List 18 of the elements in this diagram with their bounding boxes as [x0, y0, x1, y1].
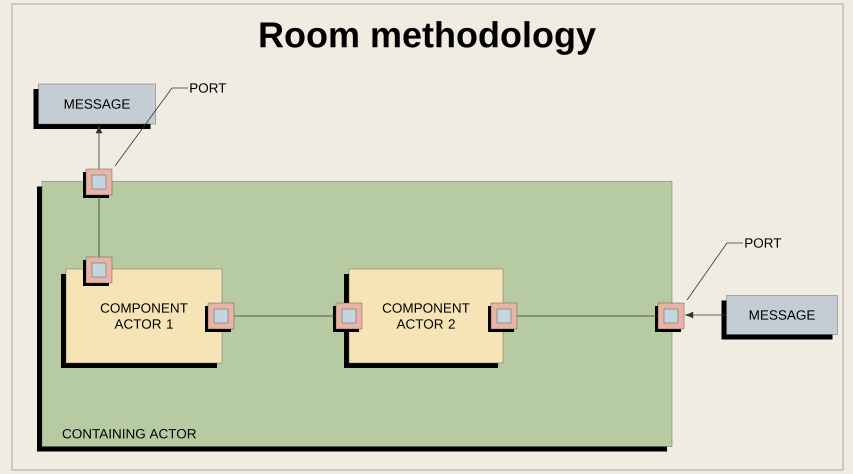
arrow — [685, 312, 727, 318]
port-square — [205, 302, 234, 332]
message-box: MESSAGE — [722, 295, 838, 340]
actor-box: COMPONENT ACTOR 2 — [344, 268, 504, 368]
port-square — [655, 302, 684, 332]
title: Room methodology — [260, 21, 596, 55]
arrow — [96, 125, 102, 170]
leader-line — [114, 88, 188, 166]
port-square — [83, 256, 112, 286]
message-box: MESSAGE — [34, 84, 156, 129]
port-square — [333, 302, 362, 332]
leader-line — [686, 242, 744, 300]
actor-box: COMPONENT ACTOR 1 — [61, 268, 222, 368]
port-square — [83, 168, 112, 198]
port-square — [488, 302, 518, 332]
port-label: PORT — [745, 238, 782, 248]
connector-line — [98, 194, 100, 258]
port-label: PORT — [190, 83, 226, 93]
